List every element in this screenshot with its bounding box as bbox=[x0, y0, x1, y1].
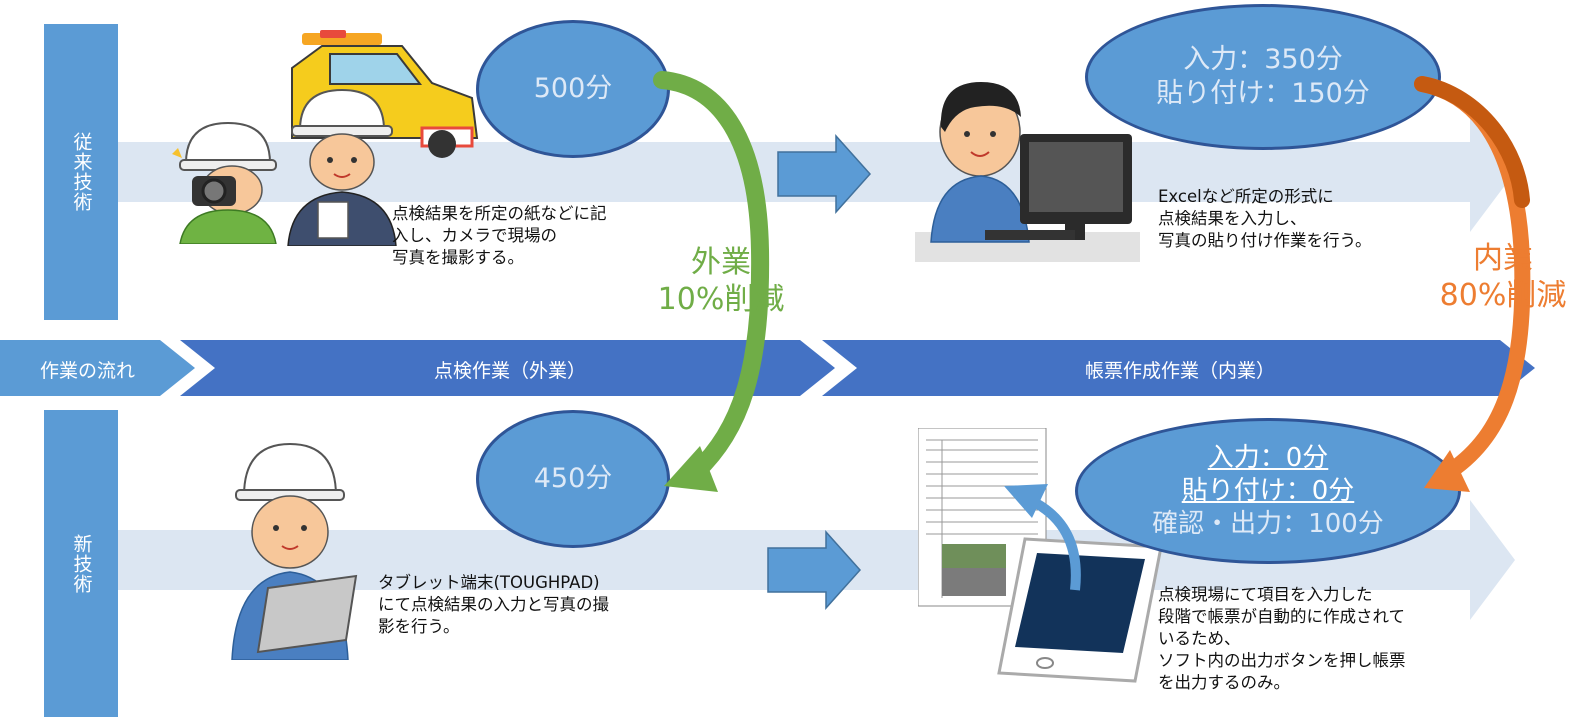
new-row-label: 新技術 bbox=[44, 410, 118, 717]
new-field-time: 450分 bbox=[533, 463, 613, 494]
report-document-icon bbox=[918, 428, 1047, 607]
new-office-time-bubble: 入力：0分 貼り付け：0分 確認・出力：100分 bbox=[1075, 418, 1461, 564]
flow-field-chevron bbox=[180, 340, 835, 396]
conventional-office-time-1: 入力：350分 bbox=[1183, 44, 1343, 75]
camera-worker-icon bbox=[172, 121, 277, 244]
flow-office-chevron bbox=[822, 340, 1535, 396]
office-pc-worker-icon bbox=[915, 82, 1140, 262]
new-office-time-1: 入力：0分 bbox=[1207, 442, 1329, 473]
conventional-office-time-bubble: 入力：350分 貼り付け：150分 bbox=[1085, 4, 1441, 150]
tablet-worker-icon bbox=[231, 442, 358, 660]
upload-curve-arrow bbox=[1004, 484, 1081, 591]
tablet-icon bbox=[997, 537, 1163, 683]
office-reduction-label: 内業 80%削減 bbox=[1439, 241, 1567, 313]
field-reduction-arrow bbox=[653, 71, 770, 481]
flow-stage-office: 帳票作成作業（内業） bbox=[1084, 360, 1275, 382]
new-mid-arrow bbox=[767, 530, 862, 610]
field-reduction-label: 外業 10%削減 bbox=[657, 245, 785, 317]
conventional-office-time-2: 貼り付け：150分 bbox=[1156, 78, 1370, 109]
new-office-time-3: 確認・出力：100分 bbox=[1152, 508, 1384, 539]
conventional-mid-arrow bbox=[777, 134, 872, 214]
conventional-field-time: 500分 bbox=[533, 73, 613, 104]
flow-stage-field: 点検作業（外業） bbox=[433, 360, 586, 382]
new-field-time-bubble: 450分 bbox=[476, 410, 670, 548]
new-office-desc: 点検現場にて項目を入力した 段階で帳票が自動的に作成されて いるため、 ソフト内… bbox=[1158, 585, 1406, 692]
new-office-time-2: 貼り付け：0分 bbox=[1181, 475, 1355, 506]
flow-label-chevron bbox=[0, 340, 195, 396]
conventional-office-desc: Excelなど所定の形式に 点検結果を入力し、 写真の貼り付け作業を行う。 bbox=[1158, 187, 1372, 250]
flow-label: 作業の流れ bbox=[39, 360, 135, 382]
new-field-desc: タブレット端末(TOUGHPAD) にて点検結果の入力と写真の撮 影を行う。 bbox=[378, 573, 609, 636]
conventional-field-desc: 点検結果を所定の紙などに記 入し、カメラで現場の 写真を撮影する。 bbox=[392, 204, 607, 267]
conventional-row-label: 従来技術 bbox=[44, 24, 118, 320]
conventional-field-time-bubble: 500分 bbox=[476, 20, 670, 158]
notebook-worker-icon bbox=[287, 88, 397, 246]
